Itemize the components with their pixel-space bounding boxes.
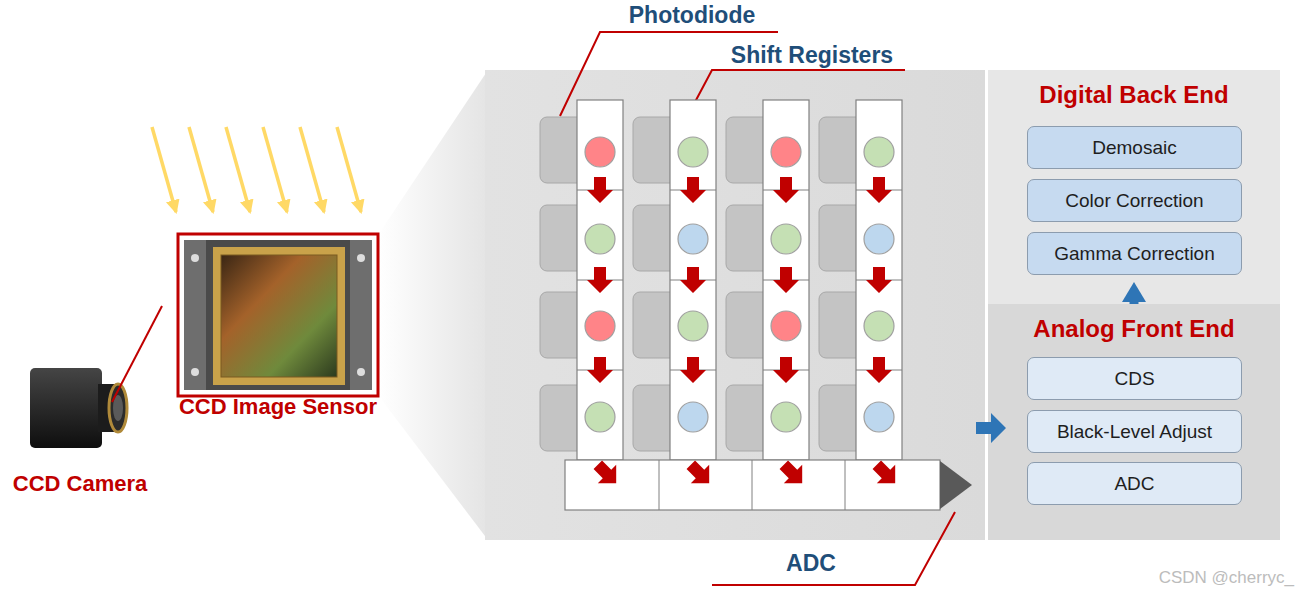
- leader-line: [695, 70, 905, 102]
- ccd-array: [540, 100, 972, 510]
- leader-line: [112, 306, 162, 402]
- camera-body: [30, 368, 102, 448]
- horizontal-transfer-arrow: [775, 456, 812, 493]
- horizontal-transfer-arrow: [589, 456, 626, 493]
- panel-heading: Digital Back End: [988, 80, 1280, 110]
- box-label: Demosaic: [1092, 137, 1176, 159]
- color-filter-pixel: [678, 402, 708, 432]
- light-ray: [226, 127, 250, 212]
- part-label: ADC: [661, 549, 961, 578]
- charge-transfer-arrow: [773, 177, 799, 203]
- light-ray: [189, 127, 213, 212]
- color-filter-pixel: [771, 311, 801, 341]
- vertical-shift-register: [856, 100, 902, 460]
- horizontal-transfer-arrow: [868, 456, 905, 493]
- process-box: ADC: [1027, 462, 1242, 505]
- color-filter-pixel: [585, 402, 615, 432]
- register-cell-divider: [752, 460, 753, 510]
- color-filter-pixel: [585, 311, 615, 341]
- chip-hole: [357, 368, 365, 376]
- process-box: Demosaic: [1027, 126, 1242, 169]
- charge-transfer-arrow: [587, 267, 613, 293]
- charge-transfer-arrow: [680, 177, 706, 203]
- chip-bond-frame: [213, 247, 345, 385]
- color-filter-pixel: [771, 137, 801, 167]
- signal-arrow: [976, 413, 1006, 443]
- flow-arrow: [1130, 294, 1139, 304]
- charge-transfer-arrow: [587, 357, 613, 383]
- color-filter-pixel: [864, 137, 894, 167]
- box-label: Color Correction: [1065, 190, 1203, 212]
- ccd-chip: [178, 234, 378, 396]
- chip-tab: [350, 240, 372, 390]
- array-panel: [485, 70, 985, 540]
- chip-frame: [178, 234, 378, 396]
- zoom-fan: [378, 70, 488, 540]
- color-filter-pixel: [678, 224, 708, 254]
- color-filter-pixel: [678, 311, 708, 341]
- process-box: Black-Level Adjust: [1027, 410, 1242, 453]
- process-box: Gamma Correction: [1027, 232, 1242, 275]
- charge-transfer-arrow: [866, 177, 892, 203]
- light-ray: [263, 127, 287, 212]
- light-ray: [152, 127, 176, 212]
- part-label: Photodiode: [542, 1, 842, 30]
- chip-tab: [184, 240, 206, 390]
- color-filter-pixel: [771, 402, 801, 432]
- charge-transfer-arrow: [680, 357, 706, 383]
- color-filter-pixel: [585, 137, 615, 167]
- process-box: Color Correction: [1027, 179, 1242, 222]
- sensor-die: [221, 255, 337, 377]
- light-rays: [152, 127, 361, 212]
- charge-transfer-arrow: [866, 357, 892, 383]
- part-label: Shift Registers: [662, 41, 962, 70]
- charge-transfer-arrow: [587, 177, 613, 203]
- output-amplifier: [940, 461, 972, 509]
- color-filter-pixel: [585, 224, 615, 254]
- connectors: [1134, 294, 1135, 304]
- part-label: CCD Image Sensor: [128, 393, 428, 421]
- vertical-shift-register: [577, 100, 623, 460]
- charge-transfer-arrow: [773, 357, 799, 383]
- light-ray: [300, 127, 324, 212]
- register-cell-divider: [659, 460, 660, 510]
- chip-hole: [191, 254, 199, 262]
- color-filter-pixel: [864, 311, 894, 341]
- charge-transfer-arrow: [866, 267, 892, 293]
- color-filter-pixel: [678, 137, 708, 167]
- watermark: CSDN @cherryc_: [994, 566, 1294, 589]
- stage-panel: Analog Front EndCDS Black-Level AdjustADC: [988, 304, 1280, 540]
- light-ray: [337, 127, 361, 212]
- box-label: Black-Level Adjust: [1057, 421, 1212, 443]
- pipeline-backdrop: [988, 70, 1280, 540]
- box-label: ADC: [1114, 473, 1154, 495]
- box-label: CDS: [1114, 368, 1154, 390]
- process-box: CDS: [1027, 357, 1242, 400]
- color-filter-pixel: [771, 224, 801, 254]
- vertical-shift-register: [670, 100, 716, 460]
- stage-panel: Digital Back EndDemosaicColor Correction…: [988, 70, 1280, 282]
- chip-hole: [191, 368, 199, 376]
- panel-heading: Analog Front End: [988, 314, 1280, 344]
- register-cell-divider: [845, 460, 846, 510]
- charge-transfer-arrow: [773, 267, 799, 293]
- chip-hole: [357, 254, 365, 262]
- color-filter-pixel: [864, 402, 894, 432]
- ccd-camera-icon: [30, 368, 127, 448]
- color-filter-pixel: [864, 224, 894, 254]
- horizontal-transfer-arrow: [682, 456, 719, 493]
- vertical-shift-register: [763, 100, 809, 460]
- chip-package: [184, 240, 372, 390]
- part-label: CCD Camera: [0, 470, 230, 498]
- box-label: Gamma Correction: [1054, 243, 1215, 265]
- charge-transfer-arrow: [680, 267, 706, 293]
